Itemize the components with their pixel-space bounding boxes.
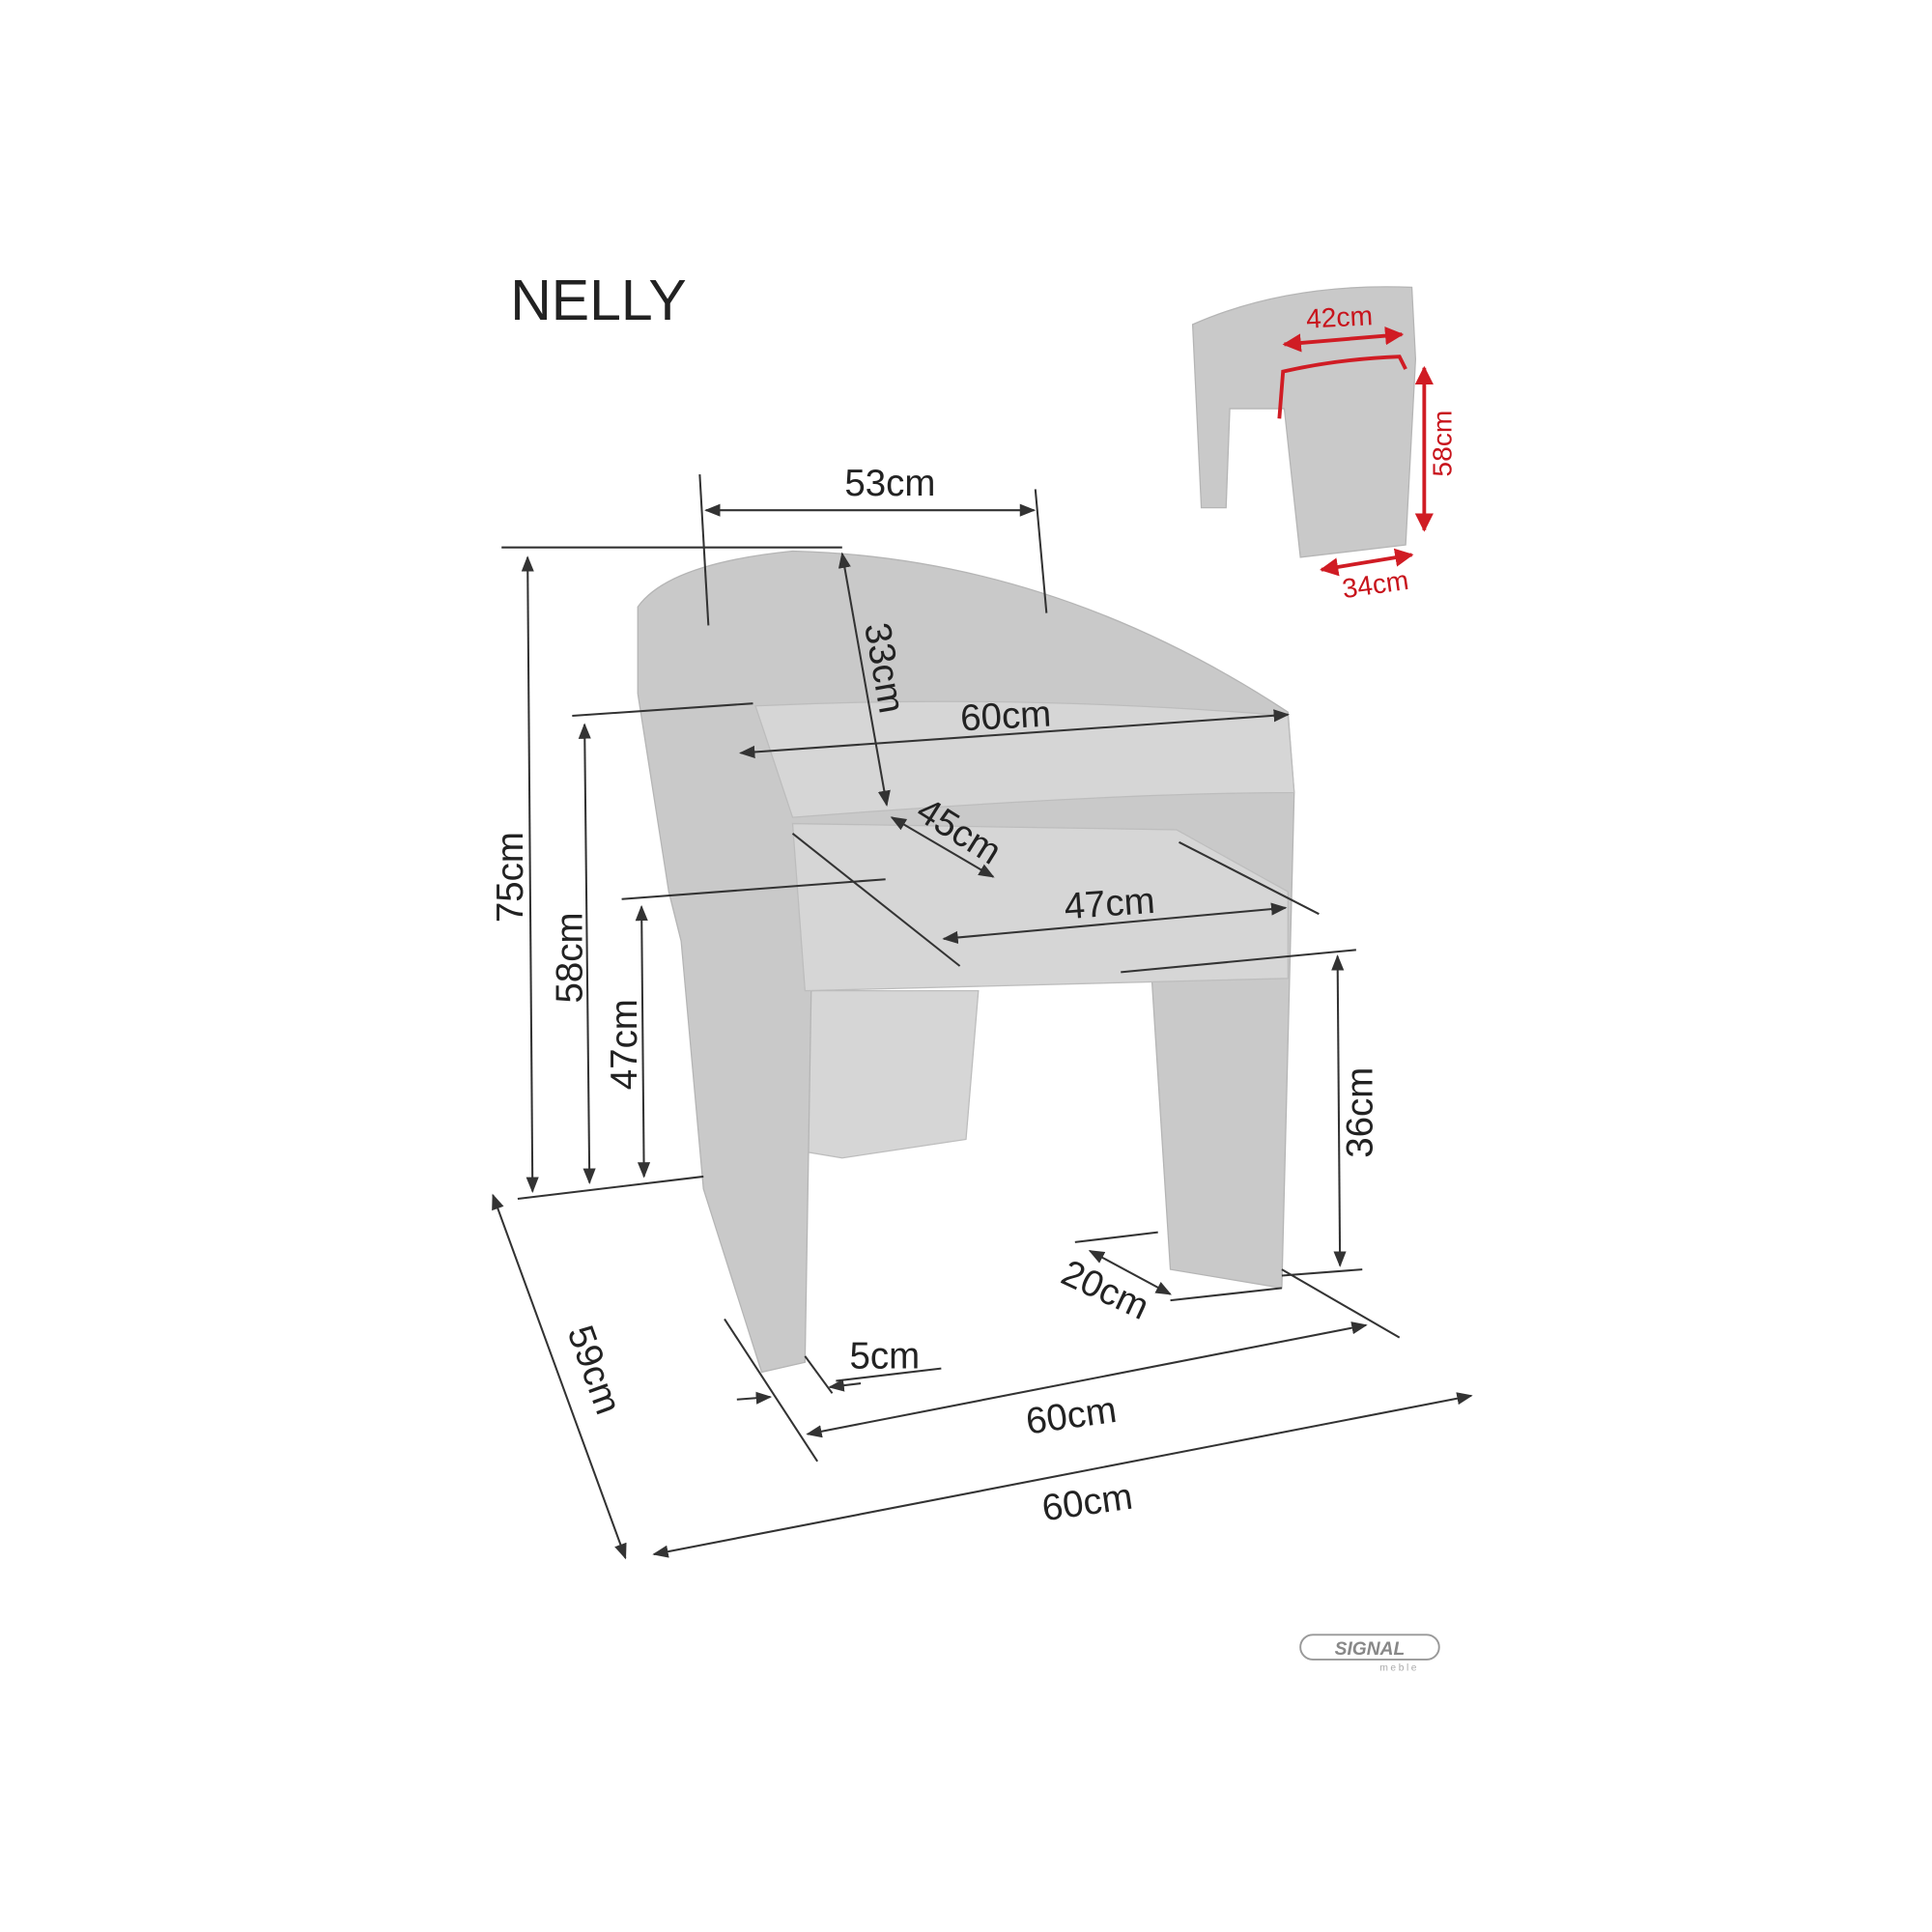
label-seat-height: 47cm [604,999,645,1090]
logo-brand: SIGNAL [1335,1639,1406,1660]
label-total-width: 60cm [1039,1476,1135,1530]
inset-back-view: 42cm 58cm 34cm [1191,286,1458,604]
chair-illustration [637,550,1295,1374]
inset-label-back-inner-width: 42cm [1305,299,1374,334]
signal-logo: SIGNAL meble [1299,1634,1440,1673]
inset-label-back-inner-height: 58cm [1427,411,1458,477]
dimension-lines [492,473,1473,1560]
label-back-width: 53cm [844,463,935,504]
label-inner-width: 60cm [1023,1389,1119,1443]
product-title: NELLY [510,270,686,332]
label-arm-height: 58cm [550,912,591,1003]
label-leg-clearance: 36cm [1340,1067,1381,1158]
label-arm-width: 60cm [959,694,1052,740]
label-leg-thickness: 5cm [849,1336,920,1378]
label-seat-width: 47cm [1063,880,1156,927]
label-leg-depth: 20cm [1055,1252,1154,1328]
logo-sub: meble [1379,1662,1419,1673]
inset-label-back-bottom-width: 34cm [1340,564,1410,604]
label-total-height: 75cm [490,832,531,923]
